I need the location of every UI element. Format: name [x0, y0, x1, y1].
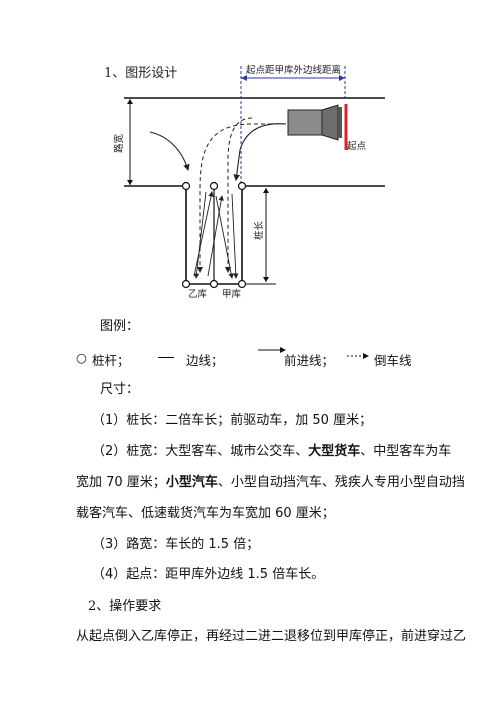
vehicle-icon: [287, 104, 342, 141]
legend-forward-label: 前进线；: [284, 353, 335, 368]
section-2-text: 从起点倒入乙库停正，再经过二进二退移位到甲库停正，前进穿过乙: [76, 629, 467, 644]
legend-reverse-label: 倒车线: [374, 353, 412, 368]
pile-length-label: 桩长: [253, 220, 265, 240]
forward-path-left: [149, 131, 190, 172]
legend-pile-label: 桩杆；: [92, 353, 130, 368]
dimension-item-1: （1）桩长：二倍车长；前驱动车，加 50 厘米；: [92, 413, 373, 428]
dimension-item-2-line-3: 载客汽车、低速载货汽车为车宽加 60 厘米；: [76, 506, 335, 521]
dimension-item-2-line-2: 宽加 70 厘米；小型汽车、小型自动挡汽车、残疾人专用小型自动挡: [76, 475, 465, 490]
reverse-path-top: [225, 117, 253, 273]
garage-b-label: 乙库: [188, 288, 208, 300]
start-point-label: 起点: [347, 141, 367, 152]
pile-markers: [181, 181, 247, 289]
dimension-item-3: （3）路宽：车长的 1.5 倍；: [92, 537, 260, 552]
dimensions-title: 尺寸：: [100, 382, 140, 397]
legend-edge-line: [158, 357, 174, 358]
dimension-item-4: （4）起点：距甲库外边线 1.5 倍车长。: [92, 567, 325, 582]
dimension-item-2-line-1: （2）桩宽：大型客车、城市公交车、大型货车、中型客车为车: [92, 444, 452, 459]
road-width-label: 路宽: [113, 133, 125, 153]
figure-heading: 1、图形设计: [104, 66, 178, 81]
legend-pile-symbol: ○: [76, 350, 87, 365]
legend-forward-arrow-icon: [258, 347, 286, 353]
legend-title: 图例：: [100, 319, 140, 334]
forward-path-exit: [233, 123, 287, 182]
garage-a-label: 甲库: [222, 288, 242, 300]
parking-diagram: 起点距甲库外边线距离 路宽 起点 桩长 乙库 甲库: [113, 64, 385, 300]
legend-reverse-arrow-icon: [347, 353, 369, 359]
reverse-path-into-b: [197, 123, 286, 273]
start-distance-label: 起点距甲库外边线距离: [246, 64, 341, 76]
legend-edge-label: 边线；: [186, 353, 224, 368]
section-2-heading: 2、操作要求: [88, 599, 162, 614]
